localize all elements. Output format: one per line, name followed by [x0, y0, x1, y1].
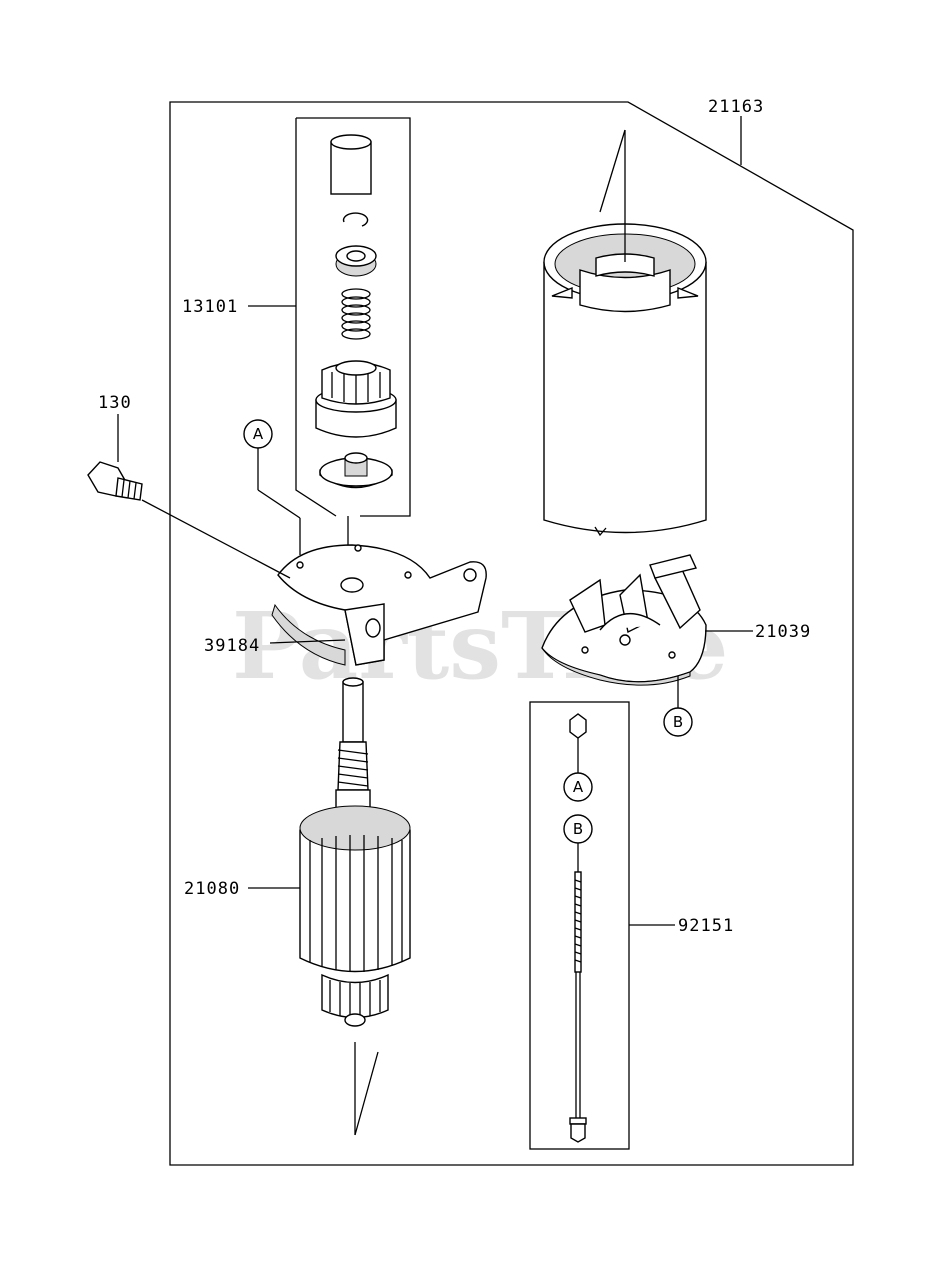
svg-text:B: B: [573, 820, 583, 838]
motor-housing: [543, 223, 707, 537]
callout-21163: 21163: [708, 97, 764, 117]
flange-bolt: [87, 461, 143, 501]
callout-21039: 21039: [755, 622, 811, 642]
spring: [341, 288, 371, 340]
svg-text:A: A: [253, 425, 264, 443]
marker-a-bracket: A: [243, 419, 273, 449]
svg-text:B: B: [673, 713, 683, 731]
mounting-bracket: [271, 544, 487, 666]
marker-b-brush: B: [663, 707, 693, 737]
callout-130: 130: [98, 393, 132, 413]
callout-39184: 39184: [204, 636, 260, 656]
nut: [569, 713, 587, 739]
armature: [299, 677, 411, 1027]
marker-b-bolt: B: [563, 814, 593, 844]
diagram-frame: [169, 101, 854, 1166]
retainer: [335, 245, 377, 277]
pinion-gear: [315, 360, 397, 438]
svg-text:A: A: [573, 778, 584, 796]
marker-a-bolt: A: [563, 772, 593, 802]
callout-21080: 21080: [184, 879, 240, 899]
brush-holder: [541, 554, 707, 686]
callout-92151: 92151: [678, 916, 734, 936]
drive-kit-box: [295, 117, 411, 517]
callout-13101: 13101: [182, 297, 238, 317]
through-bolt: [569, 871, 587, 1143]
snap-ring: [342, 212, 369, 227]
drive-cap: [330, 134, 372, 195]
stop-collar: [319, 452, 393, 489]
